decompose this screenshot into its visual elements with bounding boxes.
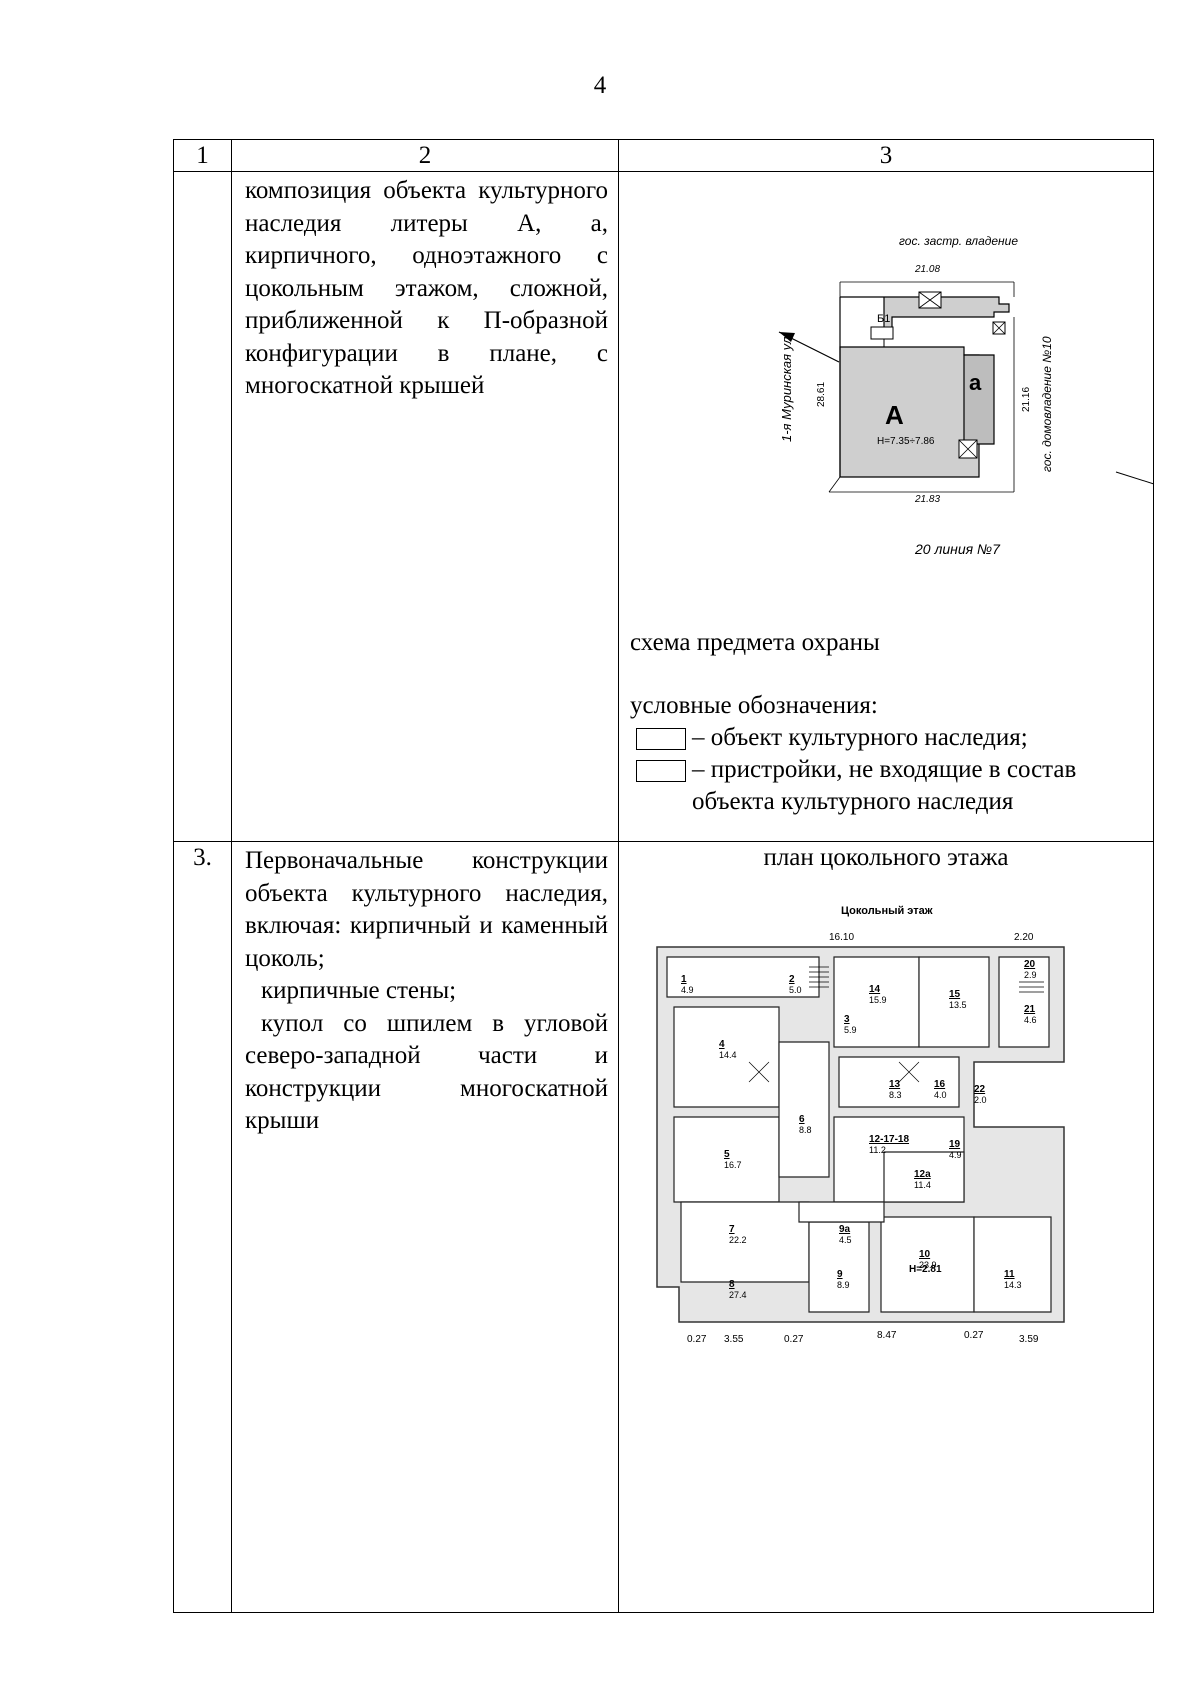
room-number: 8: [729, 1279, 735, 1290]
room-number: 11: [1004, 1269, 1015, 1280]
room-number: 22: [974, 1084, 986, 1095]
legend-title: условные обозначения:: [630, 692, 878, 719]
header-col-3: 3: [618, 139, 1154, 172]
dim-bottom: 0.27: [784, 1334, 804, 1345]
walls-text: кирпичные стены;: [261, 977, 457, 1004]
scheme-caption: схема предмета охраны: [630, 629, 880, 656]
dim-bottom: 3.59: [1019, 1334, 1039, 1345]
street-top: гос. застр. владение: [899, 234, 1018, 248]
header-col-1: 1: [173, 139, 232, 172]
table-row: композиция объекта культурного наследия …: [173, 171, 1154, 842]
legend-item: – объект культурного наследия;: [630, 722, 1145, 754]
row2-description: Первоначальные конструкции объекта культ…: [231, 841, 619, 1613]
room-area: 5.0: [789, 985, 802, 995]
dim-top: 16.10: [829, 932, 854, 943]
legend-text: – пристройки, не входящие в состав объек…: [692, 756, 1077, 815]
room-area: 13.5: [949, 1000, 967, 1010]
composition-text: композиция объекта культурного наследия …: [245, 177, 608, 399]
dim-left: 28.61: [816, 382, 827, 407]
legend-text: – объект культурного наследия;: [692, 724, 1028, 751]
constructions-text: Первоначальные конструкции объекта культ…: [245, 847, 608, 972]
header-col-2: 2: [231, 139, 619, 172]
row1-description: композиция объекта культурного наследия …: [231, 171, 619, 842]
room-number: 16: [934, 1079, 946, 1090]
room-area: 8.3: [889, 1090, 902, 1100]
dim-right: 21.16: [1021, 387, 1032, 412]
room-number: 13: [889, 1079, 901, 1090]
room-area: 2.9: [1024, 970, 1037, 980]
site-plan-scheme: А а Б1 Н=7.35÷7.86 21.08 21.83 гос. заст…: [778, 234, 1154, 557]
room-area: 23.9: [919, 1260, 937, 1270]
room-area: 14.3: [1004, 1280, 1022, 1290]
room-area: 22.2: [729, 1235, 747, 1245]
annex-swatch: [636, 760, 686, 782]
room-area: 4.0: [934, 1090, 947, 1100]
room-number: 19: [949, 1139, 961, 1150]
room-number: 15: [949, 989, 961, 1000]
heritage-swatch: [636, 728, 686, 750]
height-note: Н=7.35÷7.86: [877, 436, 935, 447]
room-number: 12-17-18: [869, 1134, 909, 1145]
dim-bottom: 21.83: [914, 494, 940, 505]
room-area: 11.4: [914, 1180, 931, 1190]
plan-subtitle: Цокольный этаж: [841, 905, 933, 917]
protection-table: 1 2 3 композиция объекта культурного нас…: [173, 139, 1154, 1613]
room-number: 10: [919, 1249, 931, 1260]
row1-number-cell: [173, 171, 232, 842]
label-B: Б1: [877, 313, 890, 325]
room-number: 4: [719, 1039, 725, 1050]
dome-text: купол со шпилем в угловой северо-западно…: [245, 1009, 608, 1135]
room-area: 4.9: [681, 985, 694, 995]
table-row: 3. Первоначальные конструкции объекта ку…: [173, 841, 1154, 1613]
room-number: 21: [1024, 1004, 1036, 1015]
row2-plan-cell: план цокольного этажа Цокольный этаж: [618, 841, 1154, 1613]
street-right: гос. домовладение №10: [1040, 336, 1054, 472]
letter-a: а: [969, 370, 982, 395]
room-area: 4.9: [949, 1150, 962, 1160]
room-area: 16.7: [724, 1160, 742, 1170]
room-number: 6: [799, 1114, 805, 1125]
dim-bottom: 0.27: [964, 1330, 984, 1341]
street-bottom: 20 линия №7: [914, 541, 1001, 557]
room-area: 14.4: [719, 1050, 737, 1060]
room-area: 4.5: [839, 1235, 852, 1245]
room-area: 15.9: [869, 995, 887, 1005]
room-area: 8.8: [799, 1125, 812, 1135]
page-number: 4: [593, 72, 607, 99]
row1-caption-block: схема предмета охраны условные обозначен…: [619, 627, 1153, 818]
row2-number: 3.: [173, 841, 232, 1613]
plan-title: план цокольного этажа: [763, 844, 1009, 871]
legend-item: – пристройки, не входящие в состав объек…: [630, 754, 1145, 818]
room-labels: 14.925.035.9414.4516.768.8722.2827.498.9…: [681, 959, 1037, 1300]
basement-floor-plan: Цокольный этаж: [656, 905, 1065, 1345]
dim-top: 2.20: [1014, 932, 1034, 943]
room-area: 5.9: [844, 1025, 857, 1035]
table-header-row: 1 2 3: [173, 139, 1154, 172]
row1-scheme-cell: А а Б1 Н=7.35÷7.86 21.08 21.83 гос. заст…: [618, 171, 1154, 842]
room-area: 4.6: [1024, 1015, 1037, 1025]
room-number: 7: [729, 1224, 735, 1235]
room-number: 9: [837, 1269, 843, 1280]
room-area: 11.2: [869, 1145, 886, 1155]
room-area: 2.0: [974, 1095, 987, 1105]
letter-A: А: [885, 400, 904, 430]
street-left: 1-я Муринская ул.: [779, 333, 794, 442]
room-number: 3: [844, 1014, 850, 1025]
dim-bottom: 0.27: [687, 1334, 707, 1345]
room-area: 8.9: [837, 1280, 850, 1290]
dim-bottom: 8.47: [877, 1330, 897, 1341]
room-number: 5: [724, 1149, 730, 1160]
dim-bottom: 3.55: [724, 1334, 744, 1345]
room-number: 1: [681, 974, 687, 985]
height-label: Н=2.81: [909, 1264, 942, 1275]
room-number: 9а: [839, 1224, 851, 1235]
room-number: 20: [1024, 959, 1036, 970]
room-number: 2: [789, 974, 795, 985]
dim-top: 21.08: [914, 264, 940, 275]
room-number: 14: [869, 984, 881, 995]
room-number: 12а: [914, 1169, 931, 1180]
room-area: 27.4: [729, 1290, 747, 1300]
